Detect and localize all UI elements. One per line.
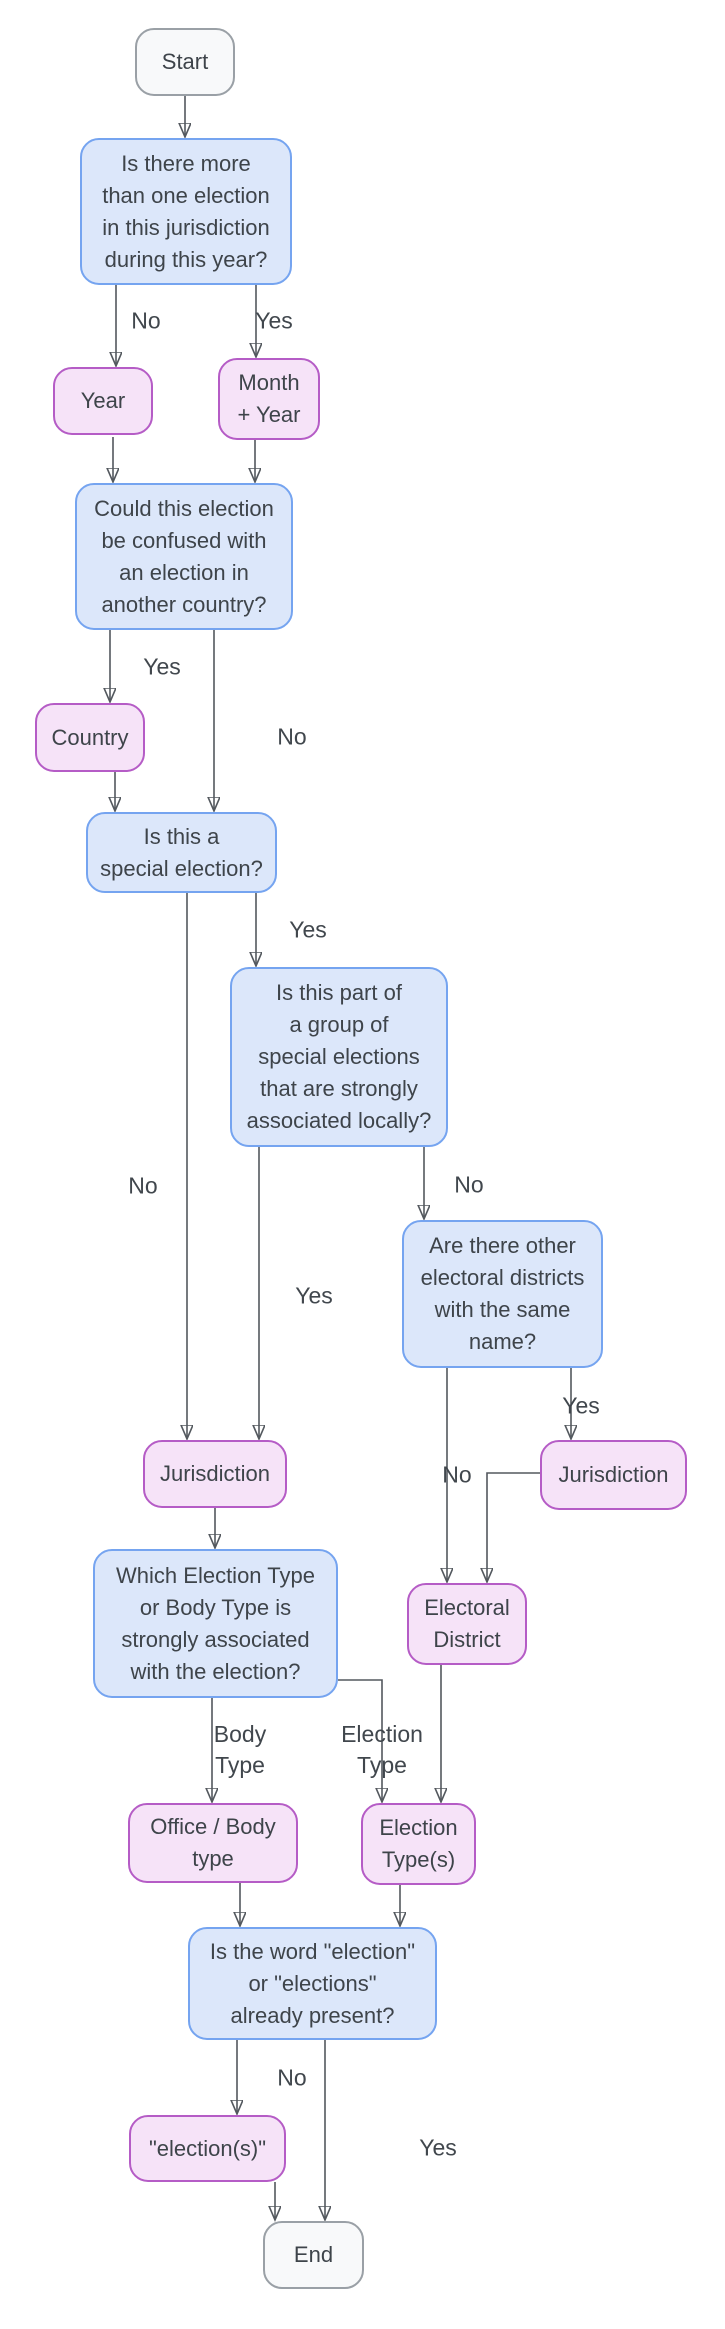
node-question-other-districts-same-name: Are there other electoral districts with… xyxy=(402,1220,603,1368)
node-year: Year xyxy=(53,367,153,435)
node-text-line: Office / Body xyxy=(150,1814,276,1839)
edge-label-no: No xyxy=(131,307,161,334)
edge-label-yes: Yes xyxy=(289,916,327,943)
node-text-line: Is there more xyxy=(121,150,251,176)
node-text-line: Electoral xyxy=(424,1595,510,1620)
node-text-line: associated locally? xyxy=(246,1108,432,1133)
node-text-line: strongly associated xyxy=(121,1626,310,1652)
edge-label-yes: Yes xyxy=(295,1282,333,1309)
node-text-line: with the election? xyxy=(130,1658,301,1684)
node-question-confused-other-country: Could this election be confused with an … xyxy=(75,483,293,630)
node-text-line: Is this part of xyxy=(276,980,402,1005)
node-election-types: Election Type(s) xyxy=(361,1803,476,1885)
node-label: Year xyxy=(80,388,126,413)
node-text-line: than one election xyxy=(102,182,270,208)
node-electoral-district: Electoral District xyxy=(407,1583,527,1665)
node-end: End xyxy=(263,2221,364,2289)
node-text-line: electoral districts xyxy=(420,1265,585,1290)
node-text-line: or "elections" xyxy=(248,1970,377,1996)
node-text-line: Type(s) xyxy=(381,1847,456,1872)
node-question-election-or-body-type: Which Election Type or Body Type is stro… xyxy=(93,1549,338,1698)
edge-label-yes: Yes xyxy=(419,2134,457,2161)
node-text-line: a group of xyxy=(289,1012,389,1037)
node-text-line: be confused with xyxy=(101,527,267,553)
node-label: Country xyxy=(51,724,129,750)
node-text-line: Is this a xyxy=(143,823,220,849)
node-text-line: type xyxy=(192,1846,234,1871)
edge-label-no: No xyxy=(128,1172,158,1199)
node-text-line: during this year? xyxy=(104,246,268,272)
edge-label-no: No xyxy=(277,723,307,750)
edge-label-no: No xyxy=(454,1171,484,1198)
node-question-word-election-present: Is the word "election" or "elections" al… xyxy=(188,1927,437,2040)
edge-label-yes: Yes xyxy=(562,1392,600,1419)
node-text-line: with the same xyxy=(434,1297,571,1322)
node-text-line: in this jurisdiction xyxy=(102,214,270,240)
node-text-line: special election? xyxy=(100,855,263,881)
node-label: Jurisdiction xyxy=(159,1461,271,1486)
node-text-line: another country? xyxy=(101,591,267,617)
edge-label-yes: Yes xyxy=(255,307,293,334)
node-text-line: District xyxy=(433,1627,501,1652)
edge-jurisdiction-right-to-electoral-district xyxy=(487,1472,540,1581)
node-label: "election(s)" xyxy=(148,2135,267,2161)
node-question-group-special-elections: Is this part of a group of special elect… xyxy=(230,967,448,1147)
node-text-line: Are there other xyxy=(429,1233,576,1258)
node-label: Start xyxy=(161,49,209,74)
node-office-body-type: Office / Body type xyxy=(128,1803,298,1883)
node-text-line: already present? xyxy=(230,2002,395,2028)
edge-label-no: No xyxy=(277,2064,307,2091)
node-text-line: Which Election Type xyxy=(116,1562,315,1588)
node-text-line: + Year xyxy=(237,402,301,427)
node-text-line: that are strongly xyxy=(260,1076,418,1101)
edge-label-election-type: Election Type xyxy=(341,1721,423,1778)
node-question-special-election: Is this a special election? xyxy=(86,812,277,893)
node-text-line: Is the word "election" xyxy=(209,1938,416,1964)
node-question-multiple-elections: Is there more than one election in this … xyxy=(80,138,292,285)
node-label: Jurisdiction xyxy=(558,1462,669,1487)
node-text-line: special elections xyxy=(258,1044,420,1069)
node-text-line: Election xyxy=(379,1815,458,1840)
node-text-line: Could this election xyxy=(94,495,274,521)
node-text-line: an election in xyxy=(119,559,249,585)
node-text-line: Month xyxy=(238,370,300,395)
node-jurisdiction-left: Jurisdiction xyxy=(143,1440,287,1508)
edge-q-type-to-election-types xyxy=(338,1679,382,1801)
edge-label-yes: Yes xyxy=(143,653,181,680)
edge-label-no: No xyxy=(442,1461,472,1488)
node-month-year: Month + Year xyxy=(218,358,320,440)
node-start: Start xyxy=(135,28,235,96)
node-text-line: name? xyxy=(468,1329,537,1354)
node-jurisdiction-right: Jurisdiction xyxy=(540,1440,687,1510)
node-country: Country xyxy=(35,703,145,772)
node-text-line: or Body Type is xyxy=(139,1594,292,1620)
edge-label-body-type: Body Type xyxy=(213,1721,267,1778)
node-elections-word: "election(s)" xyxy=(129,2115,286,2182)
node-label: End xyxy=(293,2242,334,2267)
